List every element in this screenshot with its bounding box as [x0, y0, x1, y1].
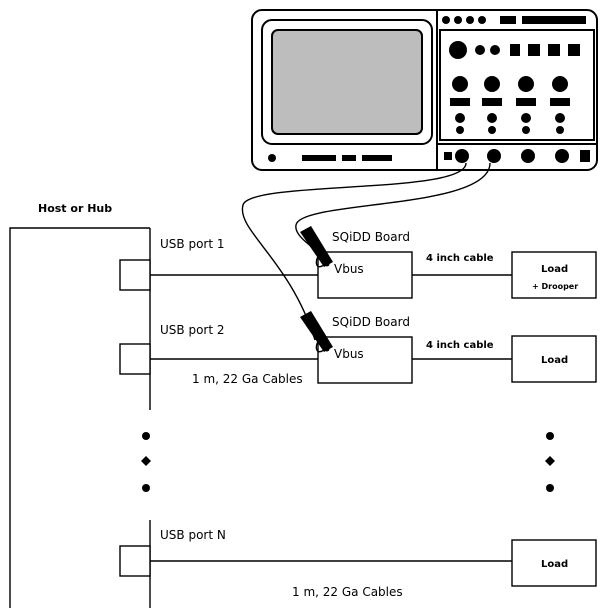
usb-port-n-label: USB port N [160, 528, 226, 542]
usb-port-n [119, 545, 151, 577]
board-2-label: SQiDD Board [332, 315, 410, 329]
oscilloscope-icon [251, 9, 598, 171]
usb-port-1-label: USB port 1 [160, 237, 225, 251]
board-1-label: SQiDD Board [332, 230, 410, 244]
probe-icon [300, 226, 333, 268]
host-label: Host or Hub [38, 202, 112, 215]
sqidd-board-1 [317, 251, 413, 299]
usb-port-2-label: USB port 2 [160, 323, 225, 337]
load-1-sub-label: + Drooper [532, 282, 578, 291]
sqidd-board-2 [317, 336, 413, 384]
short-cable-label-2: 4 inch cable [426, 340, 494, 351]
probe-icon [300, 311, 333, 353]
board-2-vbus-label: Vbus [334, 347, 364, 361]
short-cable-label-1: 4 inch cable [426, 253, 494, 264]
load-1-label: Load [541, 264, 568, 275]
load-1 [511, 251, 597, 299]
ellipsis-dots [141, 432, 555, 492]
long-cable-label-1: 1 m, 22 Ga Cables [192, 372, 303, 386]
usb-port-2 [119, 343, 151, 375]
load-2 [511, 335, 597, 383]
usb-port-1 [119, 259, 151, 291]
load-n-label: Load [541, 559, 568, 570]
long-cable-label-2: 1 m, 22 Ga Cables [292, 585, 403, 599]
load-n [511, 539, 597, 587]
board-1-vbus-label: Vbus [334, 262, 364, 276]
load-2-label: Load [541, 355, 568, 366]
